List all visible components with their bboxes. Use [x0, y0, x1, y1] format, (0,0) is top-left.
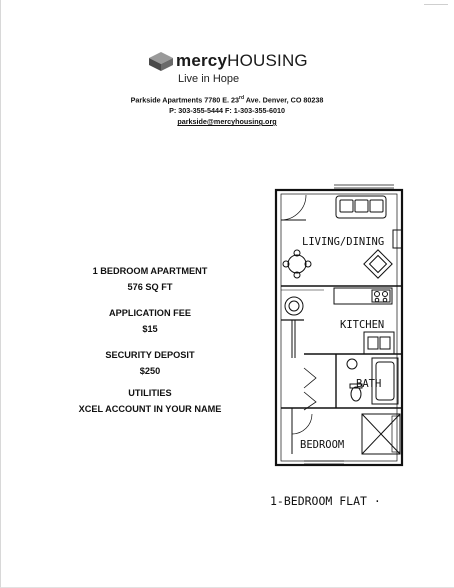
mercy-housing-logo-icon [149, 52, 173, 71]
address-suffix: Ave. Denver, CO 80238 [244, 95, 324, 105]
tagline: Live in Hope [178, 73, 240, 85]
brand-bold: mercy [176, 51, 228, 70]
stove-icon [371, 289, 391, 303]
application-fee-label: APPLICATION FEE [108, 308, 191, 318]
address-sup: rd [239, 95, 245, 101]
security-deposit-value: $250 [139, 366, 161, 376]
utilities-label: UTILITIES [128, 388, 172, 398]
water-heater [284, 296, 304, 316]
room-label-living: LIVING/DINING [302, 236, 384, 248]
corner-mark [424, 4, 448, 5]
security-deposit-label: SECURITY DEPOSIT [105, 350, 195, 360]
closet-bifold-door [303, 367, 317, 389]
toilet [350, 386, 362, 402]
entry-door-swing [280, 194, 307, 221]
outer-wall [274, 188, 404, 467]
side-table [392, 229, 403, 249]
utilities-value: XCEL ACCOUNT IN YOUR NAME [78, 404, 222, 414]
application-fee-value: $15 [142, 324, 158, 334]
room-label-kitchen: KITCHEN [340, 319, 384, 331]
brand-regular: HOUSING [227, 51, 308, 70]
bath-sink [346, 358, 358, 370]
bedroom-door-swing [291, 413, 313, 435]
room-label-bath: BATH [356, 378, 381, 390]
sofa [335, 195, 387, 219]
floor-plan-caption-text: 1-BEDROOM FLAT [270, 494, 367, 508]
email-link[interactable]: parkside@mercyhousing.org [177, 117, 277, 126]
unit-size: 576 SQ FT [127, 282, 173, 292]
address-prefix: Parkside Apartments 7780 E. 23 [130, 95, 240, 105]
armchair [363, 249, 393, 279]
logo: mercyHOUSING [148, 46, 308, 76]
brand-name: mercyHOUSING [176, 51, 308, 71]
bathtub [371, 357, 399, 405]
floor-plan: LIVING/DINING KITCHEN BATH BEDROOM [274, 184, 404, 467]
kitchen-counter [333, 287, 393, 305]
room-label-bedroom: BEDROOM [300, 439, 344, 451]
dining-table [287, 254, 307, 274]
floor-plan-caption: 1-BEDROOM FLAT · [270, 494, 381, 508]
address: Parkside Apartments 7780 E. 23rd Ave. De… [0, 95, 454, 104]
phone-fax-line: P: 303-355-5444 F: 1-303-355-6010 [169, 106, 285, 115]
unit-type: 1 BEDROOM APARTMENT [92, 266, 208, 276]
